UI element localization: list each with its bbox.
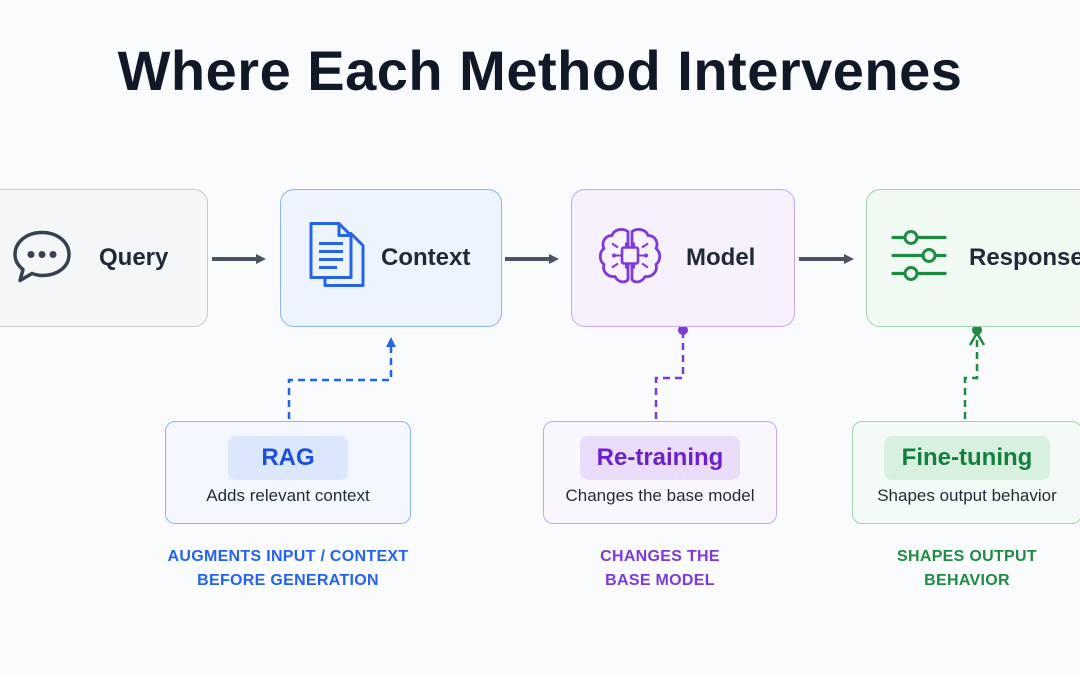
method-finetuning-caption-line2: BEHAVIOR — [924, 572, 1010, 589]
method-finetuning-caption: SHAPES OUTPUT BEHAVIOR — [867, 545, 1067, 593]
method-finetuning-caption-line1: SHAPES OUTPUT — [897, 548, 1037, 565]
method-retraining-name: Re-training — [580, 436, 740, 480]
stage-model: Model — [571, 189, 795, 327]
method-finetuning-description: Shapes output behavior — [877, 486, 1057, 505]
method-retraining-card: Re-training Changes the base model — [543, 421, 777, 524]
method-retraining-caption-line2: BASE MODEL — [605, 572, 715, 589]
documents-icon — [307, 222, 365, 295]
stage-model-label: Model — [686, 244, 756, 271]
method-finetuning-name: Fine-tuning — [884, 436, 1050, 480]
stage-response: Response — [866, 189, 1080, 327]
method-rag-caption-line2: BEFORE GENERATION — [197, 572, 379, 589]
brain-chip-icon — [598, 226, 662, 291]
diagram-title: Where Each Method Intervenes — [117, 39, 963, 102]
stage-query: Query — [0, 189, 208, 327]
chat-bubble-icon — [11, 228, 73, 289]
stage-response-label: Response — [969, 244, 1080, 271]
finetuning-connector — [963, 332, 979, 419]
stage-query-label: Query — [99, 244, 169, 271]
method-rag-description: Adds relevant context — [206, 486, 370, 505]
stage-context-label: Context — [381, 244, 471, 271]
retraining-connector-dot — [678, 325, 688, 335]
method-retraining-caption: CHANGES THE BASE MODEL — [560, 545, 760, 593]
method-retraining-caption-line1: CHANGES THE — [600, 548, 720, 565]
sliders-icon — [891, 228, 949, 289]
method-rag-card: RAG Adds relevant context — [165, 421, 411, 524]
method-rag-caption-line1: AUGMENTS INPUT / CONTEXT — [167, 548, 409, 565]
method-rag-name: RAG — [228, 436, 348, 480]
method-finetuning-card: Fine-tuning Shapes output behavior — [852, 421, 1080, 524]
finetuning-connector-dot — [972, 325, 982, 335]
rag-connector — [287, 337, 396, 419]
method-rag-caption: AUGMENTS INPUT / CONTEXT BEFORE GENERATI… — [150, 545, 426, 593]
retraining-connector — [654, 330, 685, 419]
method-retraining-description: Changes the base model — [565, 486, 755, 505]
stage-context: Context — [280, 189, 502, 327]
